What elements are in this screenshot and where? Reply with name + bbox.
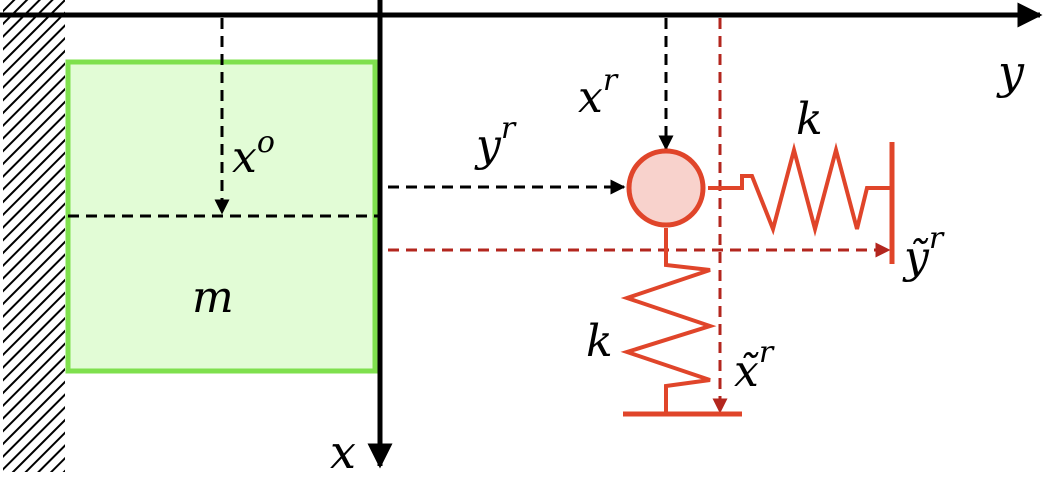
k-vertical-label: k [586,316,613,367]
mass-label: m [192,272,234,323]
vertical-spring [620,228,717,414]
k-horizontal-label: k [796,94,823,145]
x-o-label: xo [232,125,275,183]
circle-node [626,148,706,228]
x-r-label: xr [578,63,619,123]
y-tilde-label: ỹr [902,221,945,283]
y-axis-label: y [996,45,1025,99]
y-r-label: yr [474,111,517,171]
x-tilde-label: x̃r [734,335,775,397]
hatched-wall [3,0,65,472]
horizontal-spring [708,142,892,237]
x-axis-label: x [330,425,356,479]
